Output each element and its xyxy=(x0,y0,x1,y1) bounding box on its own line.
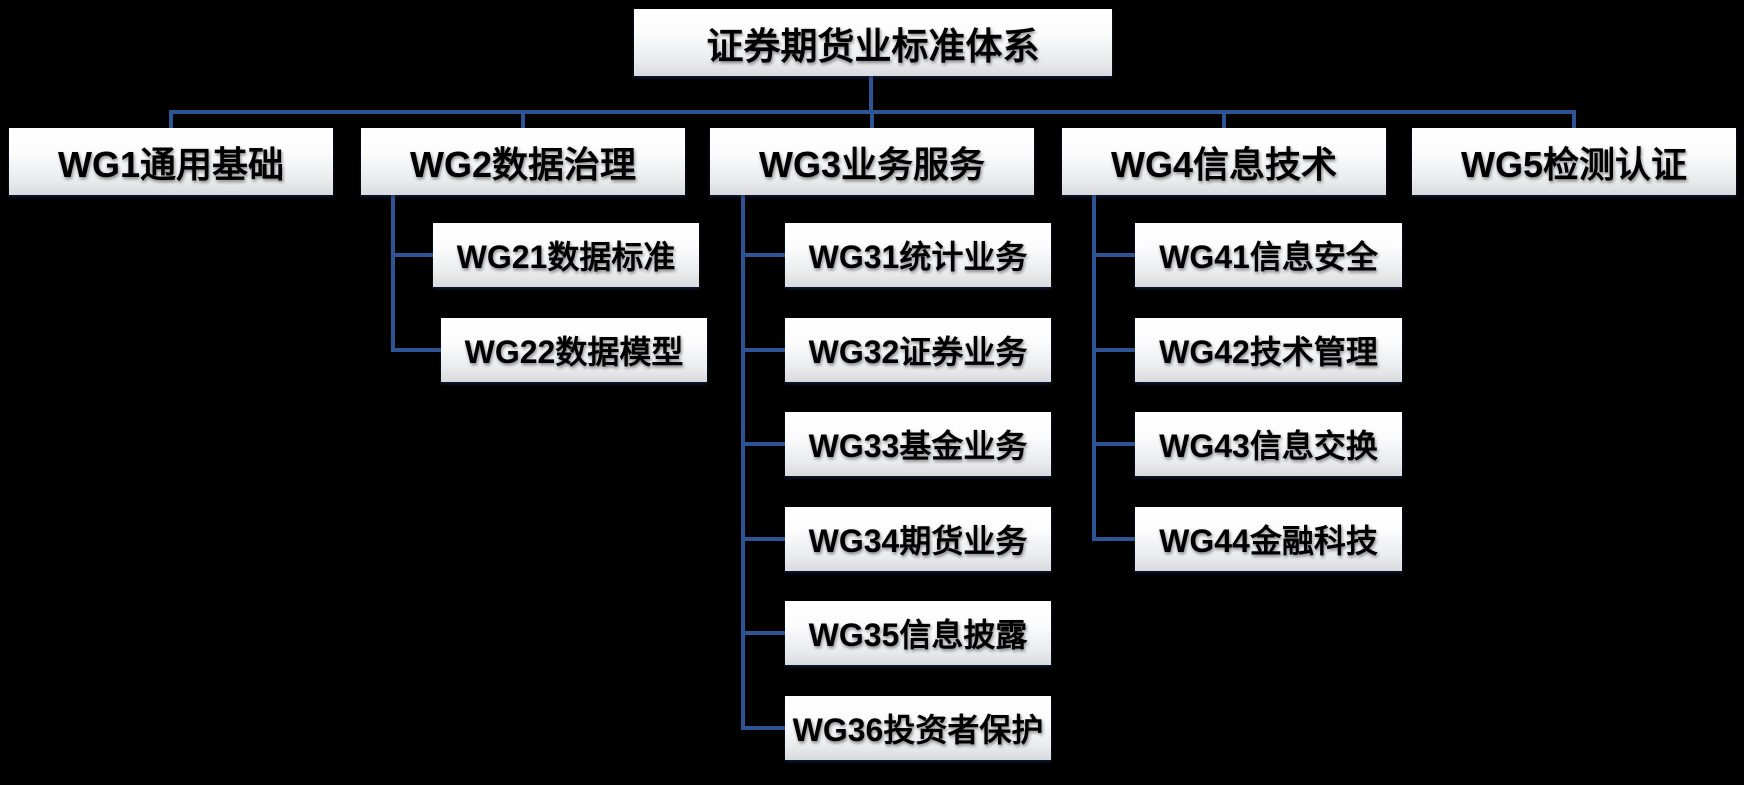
node-wg5: WG5检测认证 xyxy=(1412,128,1736,195)
node-wg41: WG41信息安全 xyxy=(1135,223,1402,287)
node-wg33: WG33基金业务 xyxy=(785,412,1051,476)
node-wg43: WG43信息交换 xyxy=(1135,412,1402,476)
node-wg42: WG42技术管理 xyxy=(1135,318,1402,382)
connector-wg33-stub xyxy=(741,442,785,446)
node-wg4: WG4信息技术 xyxy=(1062,128,1386,195)
node-wg32: WG32证券业务 xyxy=(785,318,1051,382)
connector-drop-wg5 xyxy=(1572,112,1576,129)
node-wg31: WG31统计业务 xyxy=(785,223,1051,287)
node-wg2: WG2数据治理 xyxy=(361,128,685,195)
connector-wg35-stub xyxy=(741,631,785,635)
connector-drop-wg3 xyxy=(870,112,874,129)
node-wg3: WG3业务服务 xyxy=(710,128,1034,195)
node-wg36: WG36投资者保护 xyxy=(785,696,1051,760)
connector-wg44-stub xyxy=(1092,537,1135,541)
connector-wg2-vertical xyxy=(391,195,395,352)
connector-wg21-stub xyxy=(391,253,433,257)
connector-wg31-stub xyxy=(741,253,785,257)
node-wg1: WG1通用基础 xyxy=(9,128,333,195)
connector-drop-wg4 xyxy=(1222,112,1226,129)
connector-drop-wg1 xyxy=(169,112,173,129)
node-wg35: WG35信息披露 xyxy=(785,601,1051,665)
node-wg34: WG34期货业务 xyxy=(785,507,1051,571)
connector-root-drop xyxy=(869,74,873,114)
connector-wg3-vertical xyxy=(741,195,745,730)
connector-wg32-stub xyxy=(741,348,785,352)
connector-wg41-stub xyxy=(1092,253,1135,257)
connector-wg36-stub xyxy=(741,726,785,730)
connector-wg34-stub xyxy=(741,537,785,541)
connector-wg22-stub xyxy=(391,348,441,352)
node-wg44: WG44金融科技 xyxy=(1135,507,1402,571)
node-root: 证券期货业标准体系 xyxy=(634,9,1112,76)
connector-drop-wg2 xyxy=(521,112,525,129)
connector-wg43-stub xyxy=(1092,442,1135,446)
connector-wg4-vertical xyxy=(1092,195,1096,541)
node-wg22: WG22数据模型 xyxy=(441,318,707,382)
node-wg21: WG21数据标准 xyxy=(433,223,699,287)
connector-wg42-stub xyxy=(1092,348,1135,352)
